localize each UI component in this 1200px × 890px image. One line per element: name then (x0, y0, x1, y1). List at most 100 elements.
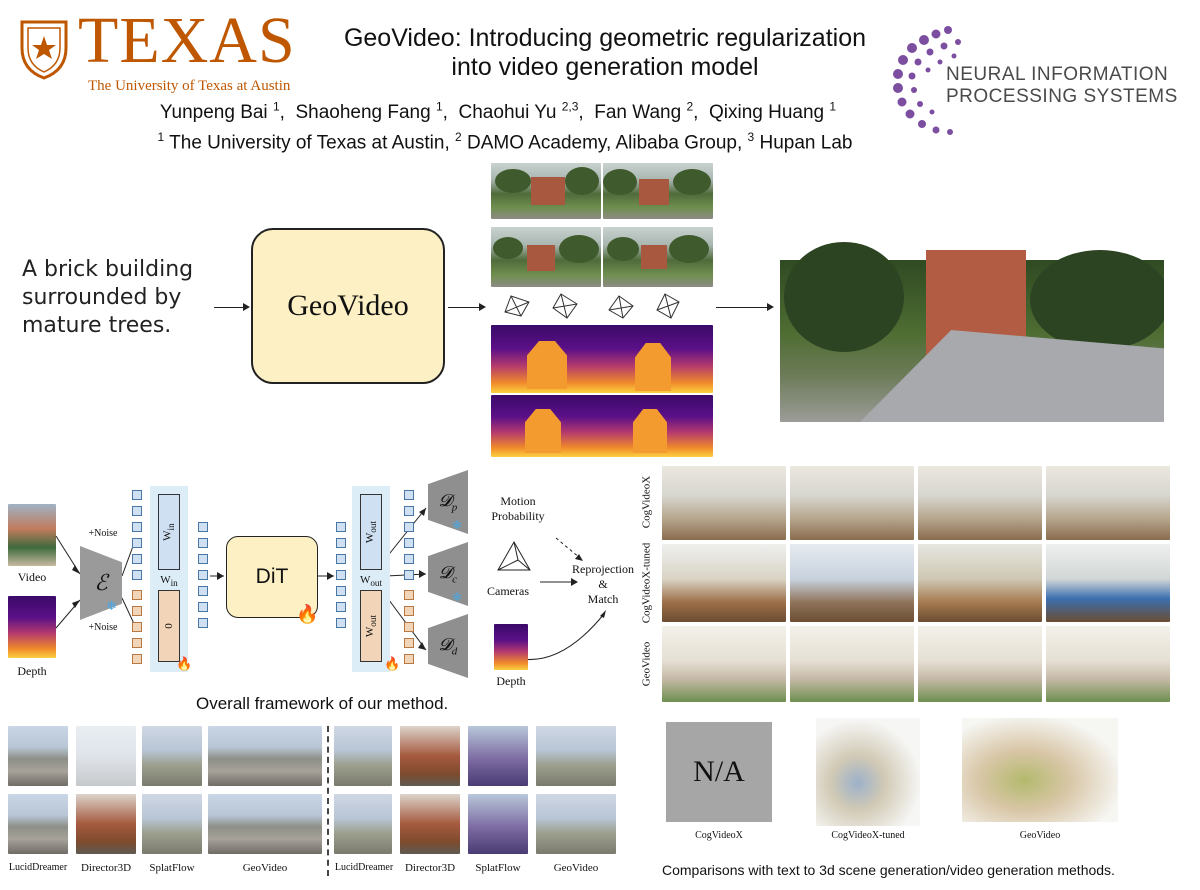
video-input-thumb (8, 504, 56, 566)
aff-num: 3 (747, 130, 755, 144)
author: Qixing Huang 1 (709, 100, 837, 124)
comparison-caption: Comparisons with text to 3d scene genera… (662, 862, 1115, 878)
aff-name: Hupan Lab (759, 132, 853, 154)
scene-thumb (468, 794, 528, 854)
w-out-plus-label: Wout (359, 574, 383, 589)
ut-seal-icon (20, 20, 68, 80)
geovideo-label: GeoVideo (287, 289, 409, 322)
aff-name: The University of Texas at Austin (169, 132, 445, 154)
video-label: Video (17, 570, 47, 584)
neurips-line-2: PROCESSING SYSTEMS (946, 86, 1178, 107)
rgb-frame (603, 227, 713, 287)
comparison-divider (327, 726, 329, 876)
pc-label: CogVideoX (695, 830, 743, 841)
zero-label: 0 (163, 623, 175, 629)
fire-icon: 🔥 (384, 656, 401, 671)
w-in-plus-label: Win (160, 574, 178, 589)
depth-output-thumb (494, 624, 528, 670)
scene-thumb (142, 794, 202, 854)
row-label: GeoVideo (640, 641, 652, 687)
video-frame (790, 626, 914, 702)
video-frame (1046, 544, 1170, 622)
noise-label-bottom: +Noise (88, 622, 118, 633)
model-arrow (448, 303, 486, 311)
rgb-frame (603, 163, 713, 219)
scene-thumb (334, 794, 392, 854)
prompt-line: surrounded by (22, 285, 182, 310)
na-placeholder: N/A (666, 722, 772, 822)
video-frame (662, 544, 786, 622)
framework-caption: Overall framework of our method. (196, 694, 449, 713)
depth-label: Depth (17, 664, 47, 678)
scene-thumb (76, 794, 136, 854)
noise-label-top: +Noise (88, 528, 118, 539)
w-in-box: Win (158, 494, 180, 570)
encoder-symbol: ℰ (94, 570, 108, 595)
author: Yunpeng Bai 1, (159, 100, 291, 124)
method-label: GeoVideo (242, 862, 288, 874)
scene-thumb (400, 726, 460, 786)
depth-frame (491, 395, 713, 457)
scene-thumb (76, 726, 136, 786)
video-frame (790, 466, 914, 540)
dit-label: DiT (255, 565, 289, 588)
poster-title: GeoVideo: Introducing geometric regulari… (310, 24, 900, 82)
camera-frustums (504, 293, 680, 319)
cameras-label: Cameras (487, 584, 529, 598)
fire-icon: 🔥 (296, 604, 319, 624)
title-line-2: into video generation model (451, 53, 759, 81)
w-out-label: Wout (363, 520, 379, 544)
reprojection-label: Reprojection&Match (572, 562, 634, 606)
token-column-in (130, 488, 144, 678)
video-frame (662, 626, 786, 702)
pc-label: GeoVideo (1019, 830, 1061, 841)
video-frame (918, 544, 1042, 622)
token-column-mid-in (196, 520, 210, 640)
reconstruction-3d (780, 190, 1164, 422)
rgb-frame (491, 163, 601, 219)
w-in-label: Win (161, 523, 177, 541)
camera-pyramid-icon (497, 540, 531, 571)
token-column-out (402, 488, 416, 678)
author: Chaohui Yu 2,3, (458, 100, 589, 124)
video-frame (662, 466, 786, 540)
scene-thumb (142, 726, 202, 786)
depth-output-label: Depth (496, 674, 526, 688)
scene-thumb (400, 794, 460, 854)
zero-init-box: 0 (158, 590, 180, 662)
fire-icon: 🔥 (176, 656, 193, 671)
w-out-depth-box: Wout (360, 590, 382, 662)
snowflake-icon: ❄ (452, 518, 463, 532)
video-frame (918, 466, 1042, 540)
neurips-logo: NEURAL INFORMATION PROCESSING SYSTEMS (888, 22, 1178, 142)
aff-num: 1 (157, 130, 165, 144)
method-label: SplatFlow (475, 862, 521, 874)
author-list: Yunpeng Bai 1, Shaoheng Fang 1, Chaohui … (118, 100, 878, 124)
depth-input-thumb (8, 596, 56, 658)
pointcloud-render (962, 718, 1118, 822)
author: Shaoheng Fang 1, (295, 100, 454, 124)
text-prompt: A brick building surrounded by mature tr… (22, 256, 193, 340)
row-label: CogVideoX (640, 475, 653, 529)
aff-name: DAMO Academy, Alibaba Group (466, 132, 737, 154)
pointcloud-render (816, 718, 920, 826)
geovideo-model-box: GeoVideo (251, 228, 445, 384)
author: Fan Wang 2, (594, 100, 704, 124)
video-frame (1046, 466, 1170, 540)
affiliation-list: 1 The University of Texas at Austin, 2 D… (157, 130, 853, 154)
output-arrow (716, 303, 774, 311)
scene-thumb (208, 794, 322, 854)
scene-thumb (468, 726, 528, 786)
scene-thumb (536, 794, 616, 854)
method-label: LucidDreamer (8, 862, 68, 873)
dit-block: DiT (226, 536, 318, 618)
w-out-box: Wout (360, 494, 382, 570)
token-column-mid-out (334, 520, 348, 640)
snowflake-icon: ❄ (106, 598, 117, 613)
method-label: LucidDreamer (334, 862, 394, 873)
scene-thumb (334, 726, 392, 786)
method-label: Director3D (404, 862, 456, 874)
title-line-1: GeoVideo: Introducing geometric regulari… (343, 24, 867, 52)
neurips-dots-icon (893, 26, 961, 135)
